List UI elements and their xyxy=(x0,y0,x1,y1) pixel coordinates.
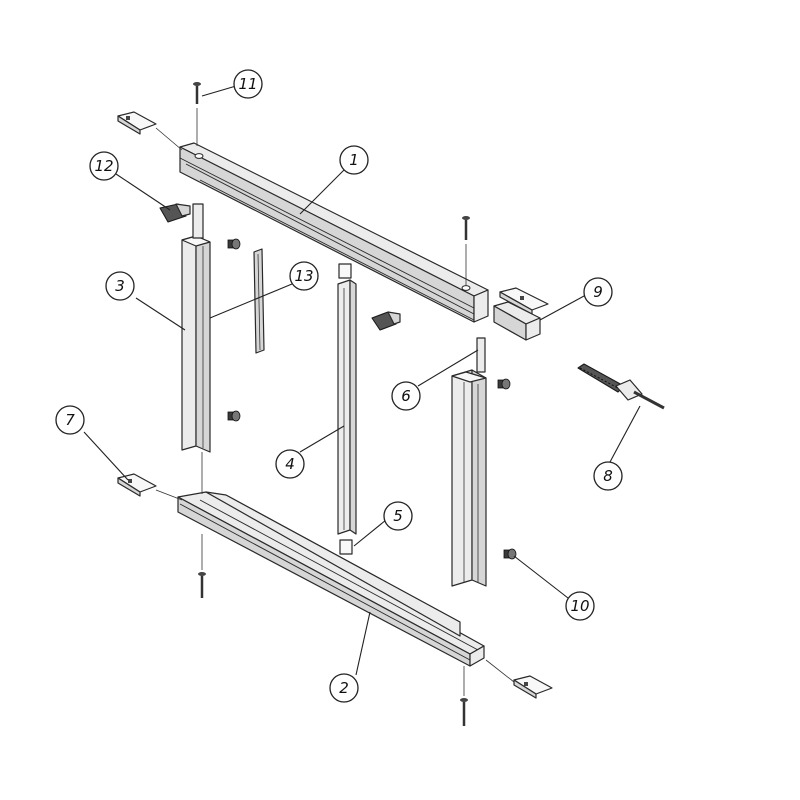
top-rail xyxy=(179,142,489,323)
callout-label-3: 3 xyxy=(115,277,125,295)
knob-right-bottom xyxy=(503,548,517,560)
callout-11: 11 xyxy=(233,69,263,99)
right-stile xyxy=(451,369,487,587)
end-cap-bottom-left xyxy=(117,473,157,497)
callout-4: 4 xyxy=(275,449,305,479)
callout-label-7: 7 xyxy=(65,411,75,429)
knob-top-left xyxy=(227,238,241,250)
latch-right xyxy=(371,311,401,331)
knob-right-top xyxy=(497,378,511,390)
callout-label-13: 13 xyxy=(294,267,313,285)
callout-3: 3 xyxy=(105,271,135,301)
center-bar xyxy=(337,263,357,555)
callout-label-5: 5 xyxy=(393,507,403,525)
screw-bottom-left xyxy=(198,572,206,598)
guide-pin xyxy=(476,337,486,373)
callout-label-12: 12 xyxy=(94,157,113,175)
leader-lines xyxy=(83,85,641,676)
callout-9: 9 xyxy=(583,277,613,307)
screw-top-right xyxy=(462,216,470,240)
assembly-lines xyxy=(155,108,515,696)
left-stile xyxy=(181,203,211,453)
callout-label-10: 10 xyxy=(570,597,589,615)
end-cap-top-left xyxy=(117,111,157,135)
callout-2: 2 xyxy=(329,673,359,703)
callout-13: 13 xyxy=(289,261,319,291)
seal-strip xyxy=(253,248,265,354)
callout-label-2: 2 xyxy=(339,679,349,697)
callout-label-1: 1 xyxy=(349,151,359,169)
callout-6: 6 xyxy=(391,381,421,411)
callout-12: 12 xyxy=(89,151,119,181)
callout-10: 10 xyxy=(565,591,595,621)
callout-label-11: 11 xyxy=(238,75,257,93)
screw-top-left xyxy=(193,82,201,104)
adjust-handle xyxy=(577,363,665,410)
callout-5: 5 xyxy=(383,501,413,531)
end-cap-bottom-right xyxy=(513,675,553,699)
bottom-rail xyxy=(177,491,485,667)
end-cap-top-right xyxy=(499,287,549,315)
latch-left xyxy=(159,203,191,223)
screw-bottom-right xyxy=(460,698,468,726)
knob-bottom-left xyxy=(227,410,241,422)
callout-7: 7 xyxy=(55,405,85,435)
callout-label-9: 9 xyxy=(593,283,603,301)
callout-label-4: 4 xyxy=(285,455,295,473)
callout-label-8: 8 xyxy=(603,467,613,485)
callout-label-6: 6 xyxy=(401,387,411,405)
callout-1: 1 xyxy=(339,145,369,175)
callout-8: 8 xyxy=(593,461,623,491)
corner-bracket xyxy=(493,301,541,341)
